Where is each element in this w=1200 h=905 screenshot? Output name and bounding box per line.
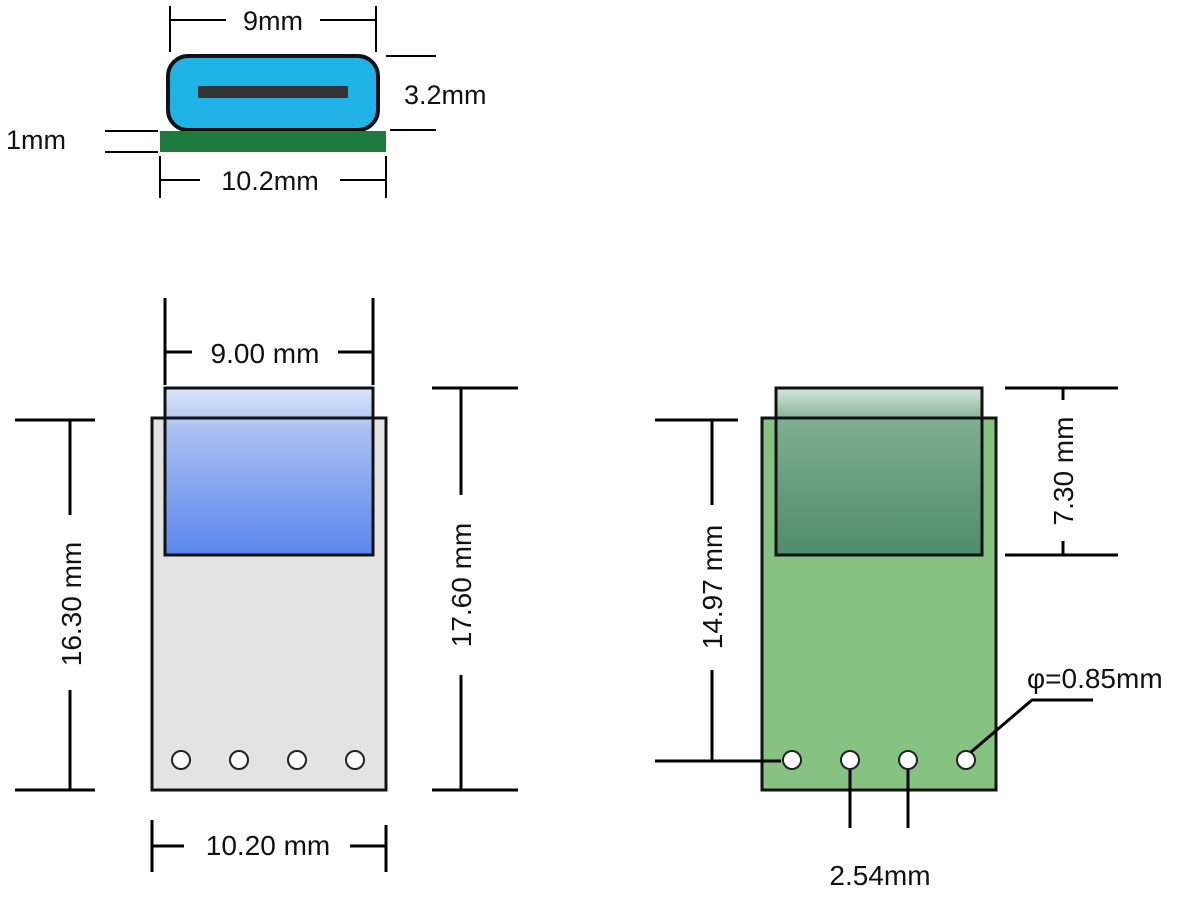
back-pin-hole	[782, 750, 802, 770]
back-conn-depth-label: 7.30 mm	[1048, 417, 1079, 526]
front-connector	[163, 386, 375, 557]
front-conn-width-label: 9.00 mm	[211, 338, 320, 369]
front-pin-hole	[345, 750, 365, 770]
back-pin-hole	[956, 750, 976, 770]
top-width-label: 9mm	[243, 6, 303, 36]
front-pin-hole	[229, 750, 249, 770]
back-pin-height-label: 14.97 mm	[697, 525, 728, 650]
back-view: 14.97 mm 7.30 mm φ=0.85mm 2.54mm	[655, 386, 1163, 891]
hole-diameter-leader	[970, 698, 1093, 754]
front-board-height-label: 16.30 mm	[56, 542, 87, 667]
front-pin-hole	[171, 750, 191, 770]
pin-pitch-label: 2.54mm	[829, 860, 930, 891]
pcb-thickness-label: 1mm	[6, 125, 66, 155]
hole-diameter-label: φ=0.85mm	[1027, 663, 1163, 694]
back-connector	[774, 386, 984, 557]
top-view: 9mm 3.2mm 1mm 10.2mm	[6, 6, 487, 198]
front-view: 9.00 mm 16.30 mm 17.60 mm 10.20 mm	[15, 298, 518, 872]
pcb-strip	[160, 131, 386, 152]
pcb-width-label: 10.2mm	[221, 166, 319, 196]
front-board-width-label: 10.20 mm	[206, 830, 331, 861]
top-height-label: 3.2mm	[404, 80, 487, 110]
usb-c-tongue-slot	[198, 86, 348, 98]
back-pin-hole	[898, 750, 918, 770]
front-total-height-label: 17.60 mm	[446, 523, 477, 648]
front-pin-hole	[287, 750, 307, 770]
back-pin-hole	[840, 750, 860, 770]
